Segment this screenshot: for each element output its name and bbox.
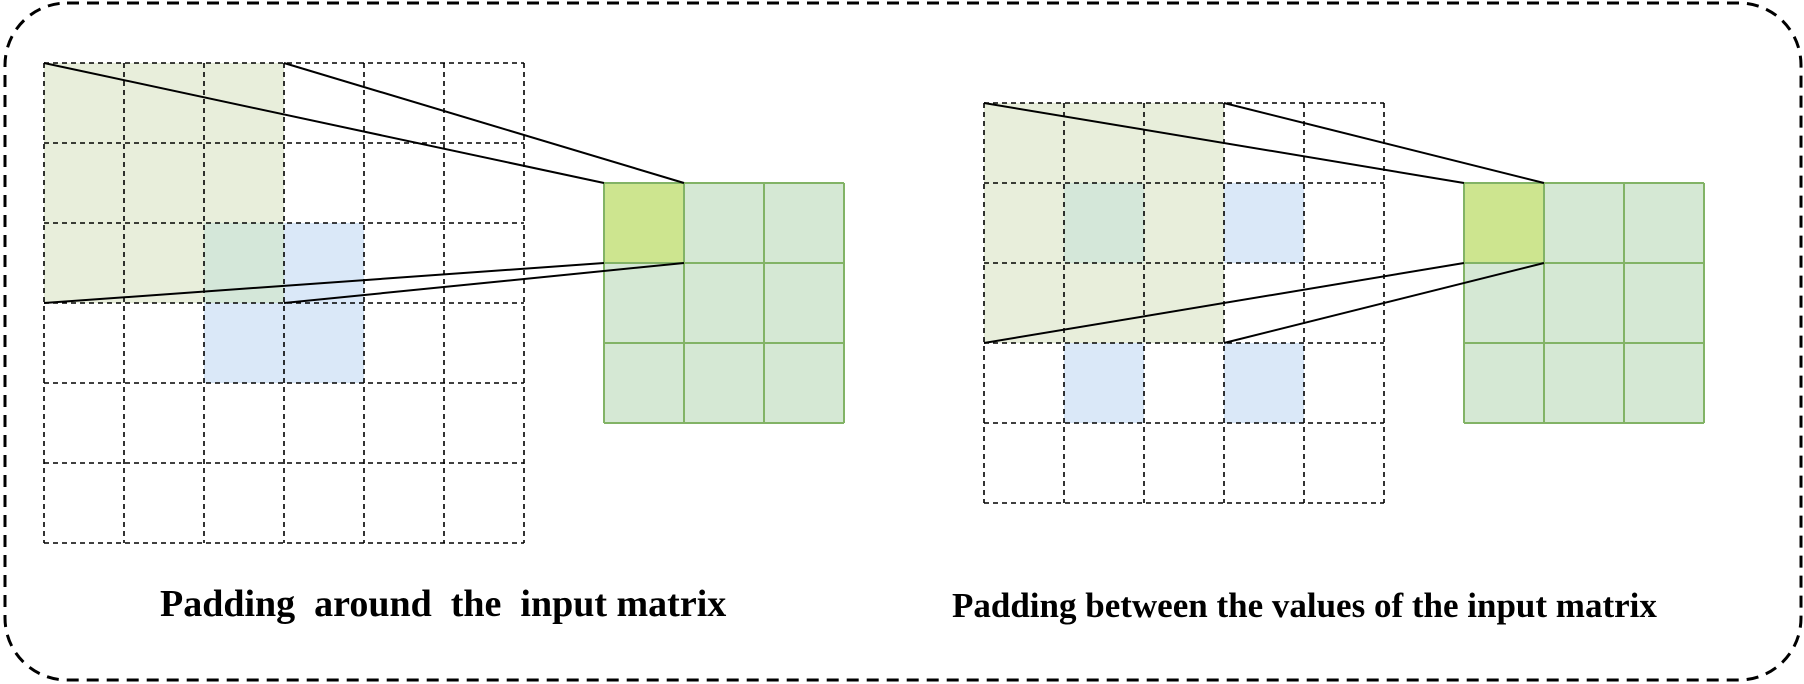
right-input-value-cell (1064, 343, 1144, 423)
right-output-grid (1463, 182, 1705, 424)
right-panel (983, 102, 1705, 504)
right-output-active-cell (1464, 183, 1544, 263)
outer-dashed-border (3, 1, 1803, 682)
left-connector-lines (43, 62, 685, 304)
left-output-active-cell (604, 183, 684, 263)
left-panel (43, 62, 845, 544)
left-input-grid (43, 62, 525, 544)
right-connector-lines (983, 102, 1545, 344)
caption-padding-between: Padding between the values of the input … (952, 586, 1657, 625)
left-output-grid (603, 182, 845, 424)
right-input-value-cell (1224, 343, 1304, 423)
right-input-value-cell (1064, 183, 1144, 263)
caption-padding-around: Padding around the input matrix (160, 583, 727, 625)
right-input-fills (984, 103, 1304, 423)
right-input-value-cell (1224, 183, 1304, 263)
right-input-grid (983, 102, 1385, 504)
